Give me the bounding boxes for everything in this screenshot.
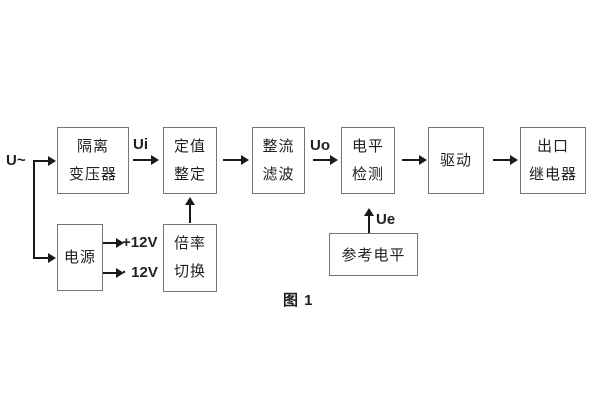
arrow-right-icon bbox=[419, 155, 427, 165]
block-power-supply: 电源 bbox=[57, 224, 103, 291]
block-value-setting: 定值 整定 bbox=[163, 127, 217, 194]
connector-input-branch bbox=[33, 161, 35, 259]
arrow-right-icon bbox=[151, 155, 159, 165]
connector-input-to-power bbox=[33, 257, 48, 259]
arrow-right-icon bbox=[116, 238, 124, 248]
block-ratio-switch: 倍率 切换 bbox=[163, 224, 217, 292]
block-label: 切换 bbox=[173, 263, 206, 280]
block-label: 整流 bbox=[262, 137, 295, 155]
connector-ratio-to-setting bbox=[189, 204, 191, 223]
arrow-up-icon bbox=[185, 197, 195, 205]
block-label: 滤波 bbox=[262, 165, 295, 183]
arrow-right-icon bbox=[48, 253, 56, 263]
block-label: 继电器 bbox=[528, 165, 577, 183]
block-label: 参考电平 bbox=[341, 247, 406, 264]
signal-label-plus12v: +12V bbox=[122, 234, 158, 251]
block-label: 整定 bbox=[173, 165, 206, 183]
arrow-up-icon bbox=[364, 208, 374, 216]
block-label: 隔离 bbox=[76, 137, 109, 155]
signal-label-ui: Ui bbox=[133, 136, 148, 153]
arrow-right-icon bbox=[116, 268, 124, 278]
block-output-relay: 出口 继电器 bbox=[520, 127, 586, 194]
block-drive: 驱动 bbox=[428, 127, 484, 194]
figure-caption: 图 1 bbox=[283, 292, 314, 309]
arrow-right-icon bbox=[241, 155, 249, 165]
connector-power-plus12 bbox=[103, 242, 116, 244]
block-isolation-transformer: 隔离 变压器 bbox=[57, 127, 129, 194]
connector-reference-to-level bbox=[368, 215, 370, 233]
block-level-detection: 电平 检测 bbox=[341, 127, 395, 194]
block-label: 电源 bbox=[63, 248, 96, 266]
connector-input-to-transformer bbox=[33, 160, 48, 162]
arrow-right-icon bbox=[510, 155, 518, 165]
connector-power-minus12 bbox=[103, 272, 116, 274]
block-label: 出口 bbox=[536, 137, 569, 155]
arrow-right-icon bbox=[48, 156, 56, 166]
arrow-right-icon bbox=[330, 155, 338, 165]
block-label: 变压器 bbox=[68, 165, 117, 183]
block-reference-level: 参考电平 bbox=[329, 233, 418, 276]
block-label: 电平 bbox=[351, 137, 384, 155]
block-label: 驱动 bbox=[439, 151, 472, 169]
connector-transformer-to-setting bbox=[133, 159, 151, 161]
connector-setting-to-rectifier bbox=[223, 159, 241, 161]
block-label: 检测 bbox=[351, 165, 384, 183]
signal-label-input: U~ bbox=[6, 152, 26, 169]
block-rectify-filter: 整流 滤波 bbox=[252, 127, 305, 194]
signal-label-uo: Uo bbox=[310, 137, 330, 154]
block-label: 定值 bbox=[173, 137, 206, 155]
connector-rectifier-to-level bbox=[313, 159, 330, 161]
connector-level-to-drive bbox=[402, 159, 419, 161]
signal-label-ue: Ue bbox=[376, 211, 396, 228]
block-label: 倍率 bbox=[173, 235, 206, 252]
connector-drive-to-relay bbox=[493, 159, 510, 161]
signal-label-minus12v: · 12V bbox=[122, 264, 158, 281]
